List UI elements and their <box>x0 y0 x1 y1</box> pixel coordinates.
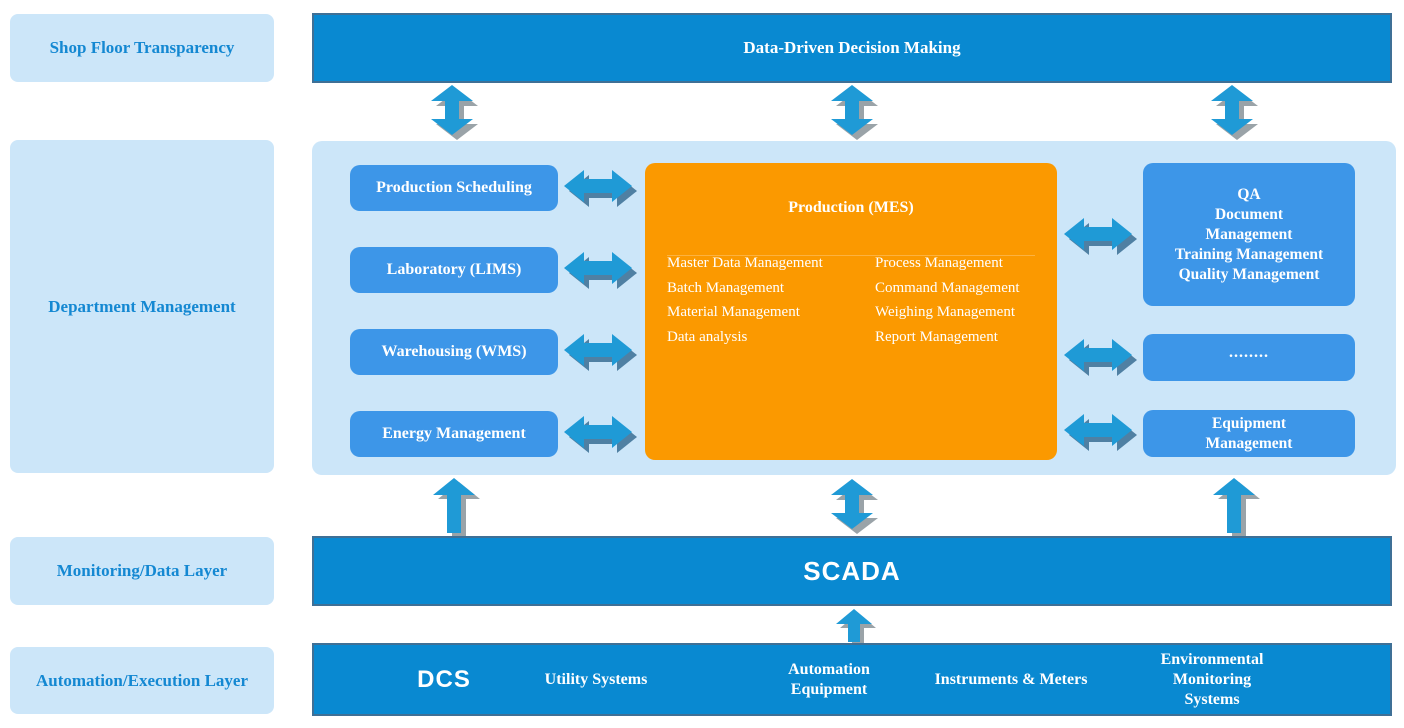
scada-bar: SCADA <box>312 536 1392 606</box>
layer-label-monitoring-data: Monitoring/Data Layer <box>10 537 274 605</box>
mes-item: Master Data Management <box>667 255 823 271</box>
box-warehousing-wms: Warehousing (WMS) <box>350 329 558 375</box>
mes-divider <box>667 255 1035 256</box>
up-arrow-icon <box>1213 478 1260 537</box>
box-label: Energy Management <box>382 425 526 442</box>
up-arrow-icon <box>433 478 480 537</box>
box-qa-document-training-quality: QA Document Management Training Manageme… <box>1143 163 1355 306</box>
automation-item-environmental-monitoring: Environmental Monitoring Systems <box>1160 650 1264 708</box>
double-arrow-vertical-icon <box>831 479 878 534</box>
box-equipment-management: Equipment Management <box>1143 410 1355 457</box>
decision-making-bar: Data-Driven Decision Making <box>312 13 1392 83</box>
layer-label-department-management: Department Management <box>10 140 274 473</box>
box-production-scheduling: Production Scheduling <box>350 165 558 211</box>
layer-label-text: Automation/Execution Layer <box>35 670 249 690</box>
double-arrow-horizontal-icon <box>1064 339 1137 376</box>
mes-item: Process Management <box>875 255 1003 271</box>
double-arrow-horizontal-icon <box>1064 414 1137 451</box>
layer-label-text: Monitoring/Data Layer <box>56 561 228 580</box>
layer-label-shop-floor-transparency: Shop Floor Transparency <box>10 14 274 82</box>
box-label: Laboratory (LIMS) <box>386 261 522 278</box>
double-arrow-horizontal-icon <box>564 334 637 371</box>
automation-item-utility-systems: Utility Systems <box>544 670 648 688</box>
decision-making-label: Data-Driven Decision Making <box>743 38 961 57</box>
automation-item-instruments-meters: Instruments & Meters <box>934 670 1088 688</box>
automation-item-dcs: DCS <box>417 665 471 693</box>
mes-item: Material Management <box>667 304 800 321</box>
box-energy-management: Energy Management <box>350 411 558 457</box>
mes-left-column: Master Data Management Batch Management … <box>667 251 872 349</box>
mes-title: Production (MES) <box>788 199 914 216</box>
layer-label-text: Shop Floor Transparency <box>49 38 235 57</box>
scada-label: SCADA <box>803 555 901 586</box>
mes-item: Weighing Management <box>875 304 1016 321</box>
double-arrow-horizontal-icon <box>564 252 637 289</box>
automation-item-automation-equipment: Automation Equipment <box>788 660 870 698</box>
box-label: QA Document Management Training Manageme… <box>1174 185 1324 283</box>
production-mes-box: Production (MES) Master Data Management … <box>645 163 1057 460</box>
mes-item: Batch Management <box>667 279 785 296</box>
automation-layer-bar: DCS Utility Systems Automation Equipment… <box>312 643 1392 716</box>
box-laboratory-lims: Laboratory (LIMS) <box>350 247 558 293</box>
box-ellipsis-more: ........ <box>1143 334 1355 381</box>
layer-label-automation-execution: Automation/Execution Layer <box>10 647 274 714</box>
double-arrow-vertical-icon <box>431 85 478 140</box>
up-arrow-icon <box>836 609 876 646</box>
box-label: Production Scheduling <box>376 179 532 196</box>
layer-label-text: Department Management <box>48 296 236 316</box>
double-arrow-horizontal-icon <box>564 170 637 207</box>
mes-right-column: Process Management Command Management We… <box>875 251 1055 349</box>
box-label: Warehousing (WMS) <box>381 343 527 360</box>
double-arrow-vertical-icon <box>831 85 878 140</box>
double-arrow-horizontal-icon <box>564 416 637 453</box>
mes-item: Report Management <box>875 328 998 345</box>
mes-item: Command Management <box>875 279 1020 296</box>
mes-item: Data analysis <box>667 328 748 345</box>
box-label: ........ <box>1229 343 1269 361</box>
box-label: Equipment Management <box>1205 414 1293 452</box>
double-arrow-horizontal-icon <box>1064 218 1137 255</box>
double-arrow-vertical-icon <box>1211 85 1258 140</box>
